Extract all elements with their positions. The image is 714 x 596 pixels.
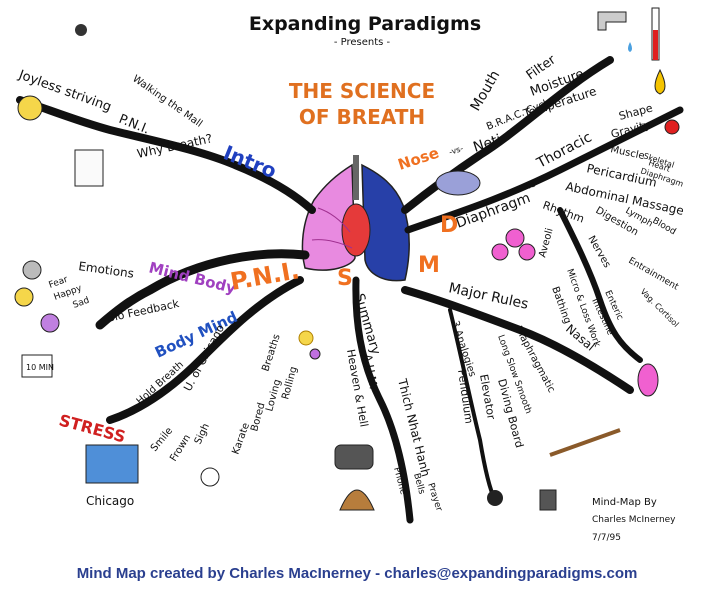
thoracic-item-muscle: Muscle [609,144,645,162]
pear-icon [655,70,665,94]
bell-icon [340,490,374,510]
signature-line-3: 7/7/95 [592,533,621,543]
fear-face-icon [23,261,41,279]
branch-head-intro: Intro [220,140,280,183]
pendulum-bob-icon [487,490,503,506]
nose-vs-label: -vs- [448,144,465,157]
mindbody-item-biofeedback: Bio Feedback [106,297,181,325]
water-drop-icon [628,42,632,52]
faucet-icon [598,12,626,30]
nose-item-mouth: Mouth [468,68,504,114]
major-item-elevator: Elevator [477,373,498,421]
neuron-icon [638,364,658,396]
diaphragm-item-entrainment: Entrainment [627,256,681,293]
devil-icon [310,349,320,359]
signature-line-1: Mind-Map By [592,497,657,508]
alveoli-icon [506,229,524,247]
apple-icon [665,120,679,134]
mindbody-item-sad: Sad [72,296,91,311]
calendar-icon [75,150,103,186]
branch-head-major-letter: M [418,253,440,278]
diaphragm-item-bathing: Bathing [549,285,573,325]
bodymind-item-rolling: Rolling [280,365,299,400]
chicago-skyline-icon [86,445,138,483]
lungs-illustration [302,155,409,281]
mindbody-item-emotions: Emotions [78,259,135,281]
bodymind-item-karate: Karate [230,421,252,456]
diaphragm-vs-label: -vs- [523,178,540,191]
bodymind-item-frown: Frown [168,433,193,464]
bodymind-item-smile: Smile [149,426,175,454]
summary-item-prayer: Prayer [425,482,444,513]
presents-label: - Presents - [334,37,391,48]
sad-face-icon-2 [41,314,59,332]
bodymind-item-sigh: Sigh [193,422,212,446]
presenter-title: Expanding Paradigms [249,13,481,35]
sun-icon [299,331,313,345]
walking-figure-icon [75,24,87,36]
thoracic-item-blood: Blood [651,216,678,237]
thoracic-item-shape: Shape [617,101,654,123]
credit-line: Mind Map created by Charles MacInerney -… [0,563,714,596]
branch-head-pni: P.N.I. [228,256,301,296]
nose-icon [436,171,480,195]
diaphragm-item-nerves: Nerves [585,234,612,270]
yin-yang-icon [201,468,219,486]
nose-item-neti: Neti [471,132,503,156]
sad-face-icon [18,96,42,120]
branch-head-nose: Nose [396,144,441,174]
chicago-label: Chicago [86,494,134,508]
title-line-1: THE SCIENCE [289,79,435,103]
title-line-2: OF BREATH [299,105,425,129]
signature-line-2: Charles McInerney [592,515,676,525]
elevator-icon [540,490,556,510]
diaphragm-item-aveoli: Aveoli [537,227,555,259]
happy-face-icon [15,288,33,306]
diaphragm-item-vag: Vag. Cortisol [639,287,681,329]
major-item-pendulum: Pendulum [455,369,475,425]
ten-min-label: 10 MIN [26,363,54,372]
diving-board-icon [550,430,620,455]
bodymind-item-breaths: Breaths [260,333,282,373]
branch-head-summary-letter: S [337,266,353,291]
phone-icon [335,445,373,469]
